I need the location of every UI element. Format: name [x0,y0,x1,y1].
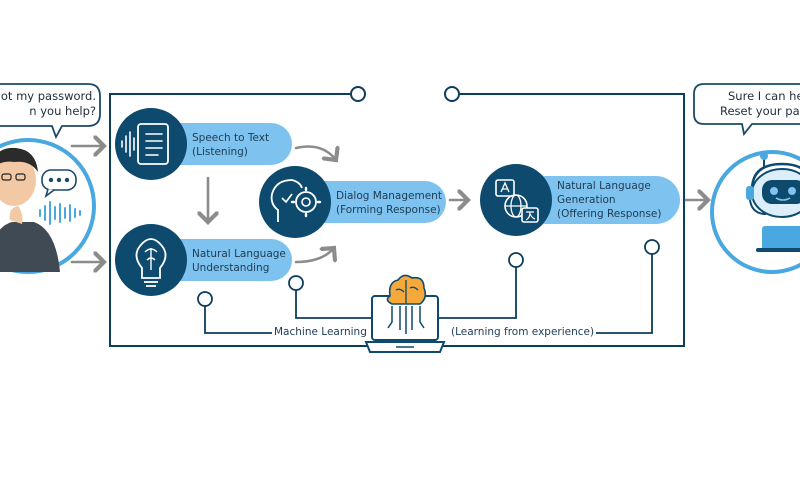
nlg-label-line1: Natural Language [557,180,651,192]
nlg-label-line3: (Offering Response) [557,208,662,220]
brain-laptop-icon [364,274,446,353]
person-with-phone-icon [0,147,60,272]
speech-label-line2: (Listening) [192,146,248,158]
pill-nlu [150,239,292,281]
sound-wave-document-icon [115,108,187,180]
robot-agent-icon [746,152,800,252]
voice-wave-icon [39,201,81,225]
learning-experience-label: (Learning from experience) [449,326,597,338]
dialog-label-line1: Dialog Management [336,190,442,202]
head-gear-icon [259,166,331,238]
user-bubble-text: ot my password. n you help? [0,89,96,119]
speech-label-line1: Speech to Text [192,132,270,144]
translate-globe-icon [480,164,552,236]
bot-speech-bubble [693,83,800,137]
bot-bubble-line1: Sure I can help [728,89,800,103]
brain-lightbulb-icon [115,224,187,296]
user-speech-bubble [0,83,101,140]
user-bubble-line1: ot my password. [0,89,96,103]
dialog-label: Dialog Management (Forming Response) [336,189,442,217]
nlu-label: Natural Language Understanding [192,247,286,275]
user-bubble-line2: n you help? [29,104,96,118]
nlu-label-line1: Natural Language [192,248,286,260]
bot-bubble-line2: Reset your pass [720,104,800,118]
pill-speech [150,123,292,165]
arrow-speech-to-dialog [294,145,336,161]
nlg-label-line2: Generation [557,194,616,206]
nlu-label-line2: Understanding [192,262,270,274]
pill-nlg [522,176,680,224]
machine-learning-label: Machine Learning [272,326,369,338]
nlg-label: Natural Language Generation (Offering Re… [557,179,661,221]
speech-label: Speech to Text (Listening) [192,131,269,159]
flow-arrows [70,145,708,264]
bot-bubble-text: Sure I can help Reset your pass [712,89,800,119]
dialog-label-line2: (Forming Response) [336,204,441,216]
chat-dots-icon [41,169,77,199]
user-avatar [0,138,96,274]
machine-learning-connectors [197,239,660,334]
bot-avatar [710,150,800,274]
pill-dialog [294,181,446,223]
arrow-nlu-to-dialog [294,248,334,264]
